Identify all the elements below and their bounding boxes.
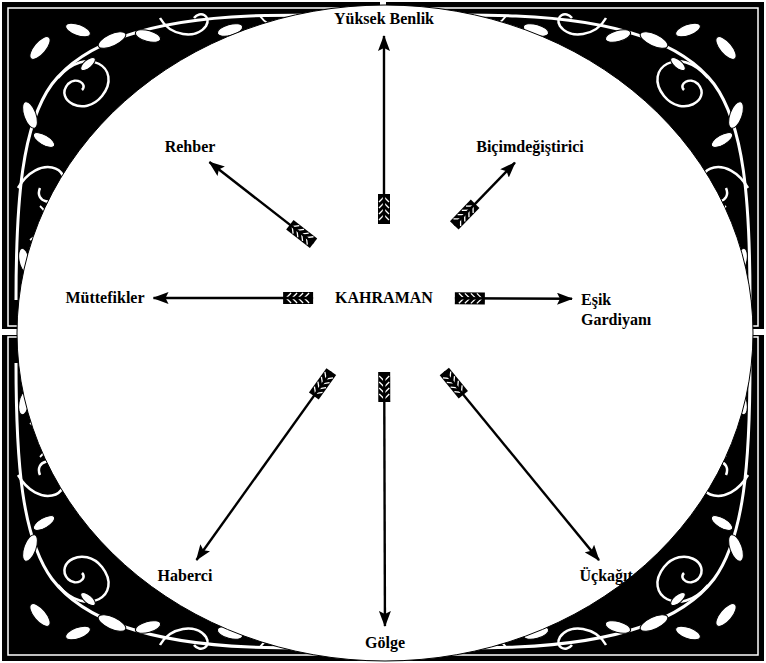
archetype-label: Müttefikler: [61, 286, 148, 310]
archetype-label: Biçimdeğiştirici: [472, 135, 588, 159]
node-text: KAHRAMAN: [335, 288, 433, 308]
arrow-group: [378, 372, 390, 626]
node-text: Biçimdeğiştirici: [476, 137, 584, 157]
arrow-shaft: [383, 36, 385, 224]
archetype-label: Yüksek Benlik: [330, 7, 438, 31]
node-text: Rehber: [165, 137, 216, 157]
archetype-label: Gölge: [361, 631, 409, 655]
archetype-label: Eşik Gardiyanı: [577, 288, 673, 332]
arrow-shaft: [455, 297, 572, 300]
node-text: Haberci: [158, 566, 213, 586]
archetype-label: Üçkağıtçı: [576, 564, 649, 588]
archetype-label: Haberci: [154, 564, 217, 588]
node-text: Yüksek Benlik: [334, 9, 434, 29]
node-text: Eşik Gardiyanı: [581, 290, 669, 330]
arrow-group: [197, 368, 337, 560]
arrow-shaft: [383, 372, 386, 626]
hero-label: KAHRAMAN: [315, 226, 453, 370]
arrow-shaft: [209, 162, 313, 243]
node-text: Gölge: [365, 633, 405, 653]
arrow-shaft: [454, 163, 515, 226]
central-oval: [17, 5, 753, 661]
node-text: Müttefikler: [65, 288, 144, 308]
node-text: Üçkağıtçı: [580, 566, 645, 586]
archetype-label: Rehber: [161, 135, 220, 159]
arrow-shaft: [154, 297, 314, 299]
arrow-group: [440, 368, 599, 560]
arrow-shaft: [444, 372, 599, 561]
arrow-group: [154, 292, 314, 304]
arrow-group: [455, 292, 572, 304]
arrow-shaft: [197, 372, 332, 560]
arrow-group: [450, 163, 515, 230]
arrow-group: [378, 36, 390, 224]
arrow-group: [209, 162, 317, 248]
